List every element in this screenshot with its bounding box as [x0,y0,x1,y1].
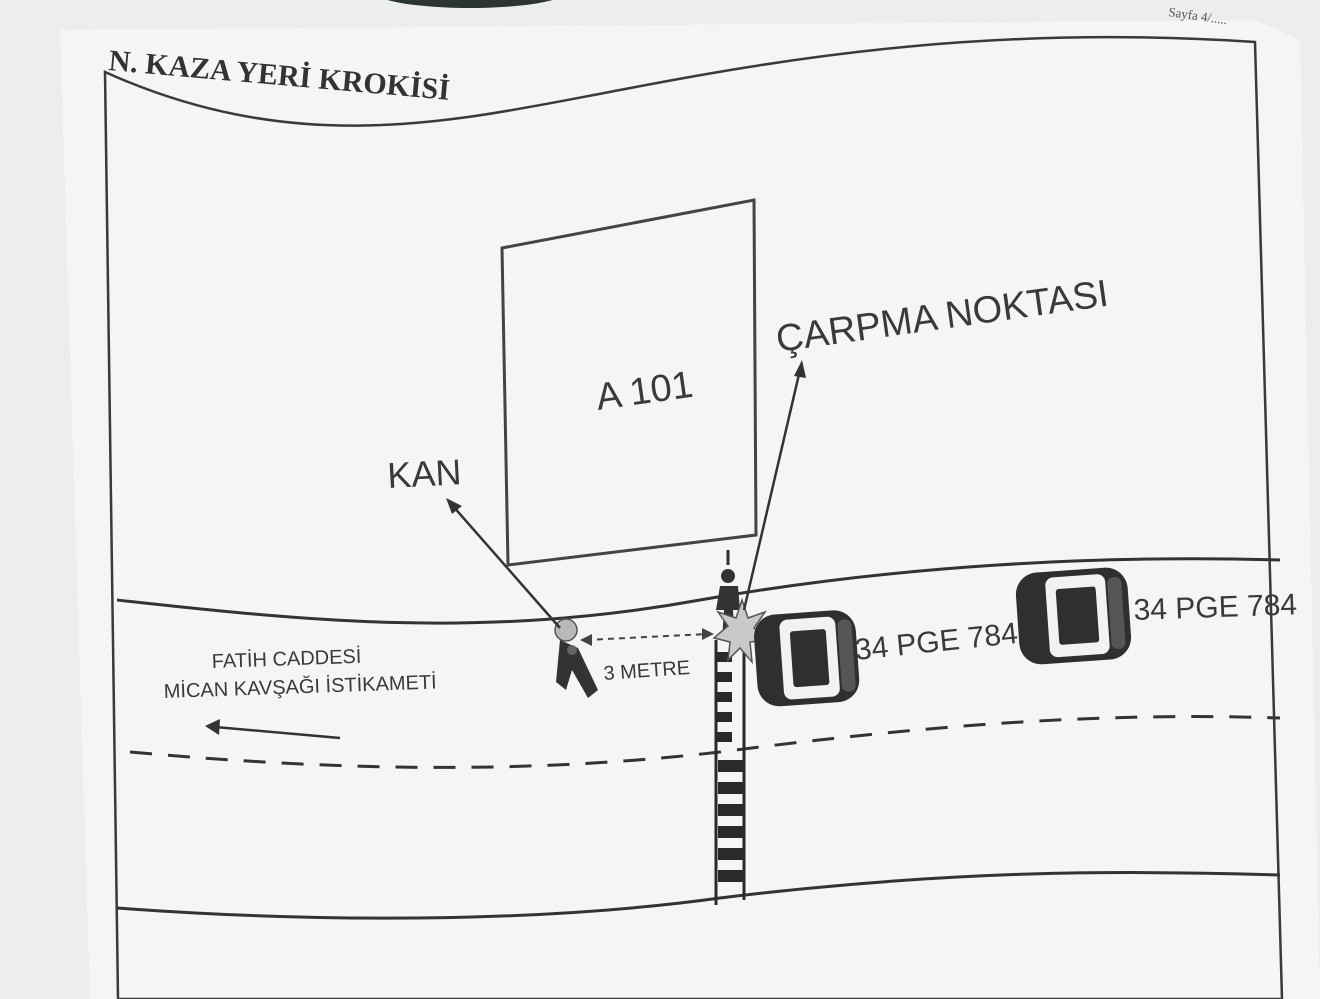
vehicle-2-plate: 34 PGE 784 [1133,588,1298,627]
direction-arrow [214,725,341,740]
direction-line-1: FATİH CADDESİ [211,645,361,673]
road-upper-edge [116,557,1281,625]
road-center-line [129,715,1281,769]
crosswalk [714,628,746,905]
building-a101 [500,198,758,567]
dark-object [387,0,553,8]
impact-star-icon [712,597,770,665]
impact-arrow [742,369,802,611]
vehicle-2-icon [1015,567,1132,665]
vehicle-1-icon [754,610,860,707]
blood-arrow [451,504,561,629]
sketch-frame [103,35,1284,999]
distance-arrow [585,633,709,641]
road-lower-edge [116,870,1281,920]
injured-pedestrian-icon [554,618,598,698]
blood-label: KAN [386,451,462,496]
paper-sheet [60,20,1320,999]
